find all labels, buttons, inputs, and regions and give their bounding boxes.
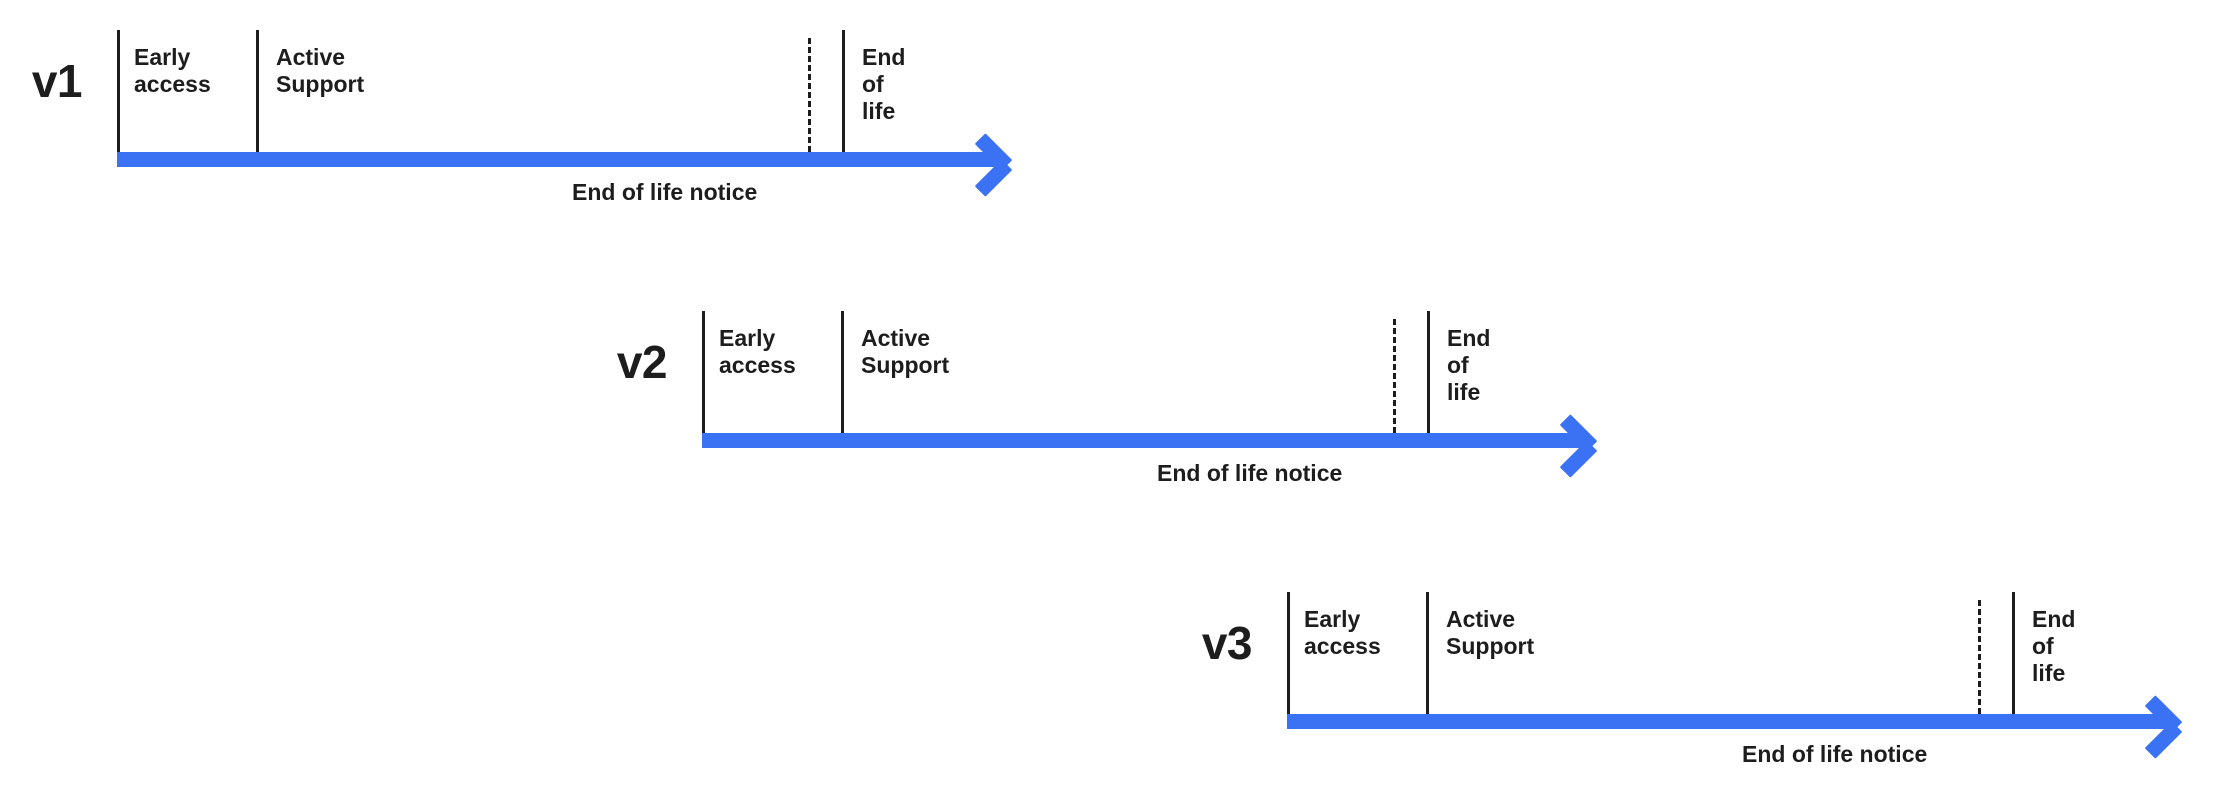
phase-divider-active-support-v1 xyxy=(256,30,259,152)
phase-divider-end-of-life-v2 xyxy=(1427,311,1430,433)
version-label-v1: v1 xyxy=(31,55,83,107)
timeline-bar-v3 xyxy=(1287,714,2171,729)
phase-divider-active-support-v2 xyxy=(841,311,844,433)
phase-divider-end-of-life-v1 xyxy=(842,30,845,152)
version-label-v2: v2 xyxy=(616,336,668,388)
timeline-bar-v1 xyxy=(117,152,1001,167)
phase-divider-start-v3 xyxy=(1287,592,1290,714)
phase-label-active-support-v1: Active Support xyxy=(276,44,365,98)
phase-label-end-of-life-v3: End of life xyxy=(2032,606,2076,687)
phase-label-early-access-v1: Early access xyxy=(134,44,211,98)
phase-divider-end-of-life-v3 xyxy=(2012,592,2015,714)
phase-divider-start-v2 xyxy=(702,311,705,433)
bar-caption-end-of-life-notice-v2: End of life notice xyxy=(1157,460,1343,486)
phase-label-end-of-life-v2: End of life xyxy=(1447,325,1491,406)
arrow-head-icon-v1 xyxy=(975,134,1027,186)
phase-label-early-access-v2: Early access xyxy=(719,325,796,379)
timeline-bar-v2 xyxy=(702,433,1586,448)
version-label-v3: v3 xyxy=(1201,617,1253,669)
end-of-life-notice-marker-v1 xyxy=(808,38,811,152)
end-of-life-notice-marker-v3 xyxy=(1978,600,1981,714)
phase-label-active-support-v3: Active Support xyxy=(1446,606,1535,660)
arrow-head-icon-v3 xyxy=(2145,696,2197,748)
bar-caption-end-of-life-notice-v3: End of life notice xyxy=(1742,741,1928,767)
end-of-life-notice-marker-v2 xyxy=(1393,319,1396,433)
phase-label-active-support-v2: Active Support xyxy=(861,325,950,379)
phase-divider-active-support-v3 xyxy=(1426,592,1429,714)
arrow-head-icon-v2 xyxy=(1560,415,1612,467)
phase-label-early-access-v3: Early access xyxy=(1304,606,1381,660)
phase-divider-start-v1 xyxy=(117,30,120,152)
phase-label-end-of-life-v1: End of life xyxy=(862,44,906,125)
bar-caption-end-of-life-notice-v1: End of life notice xyxy=(572,179,758,205)
